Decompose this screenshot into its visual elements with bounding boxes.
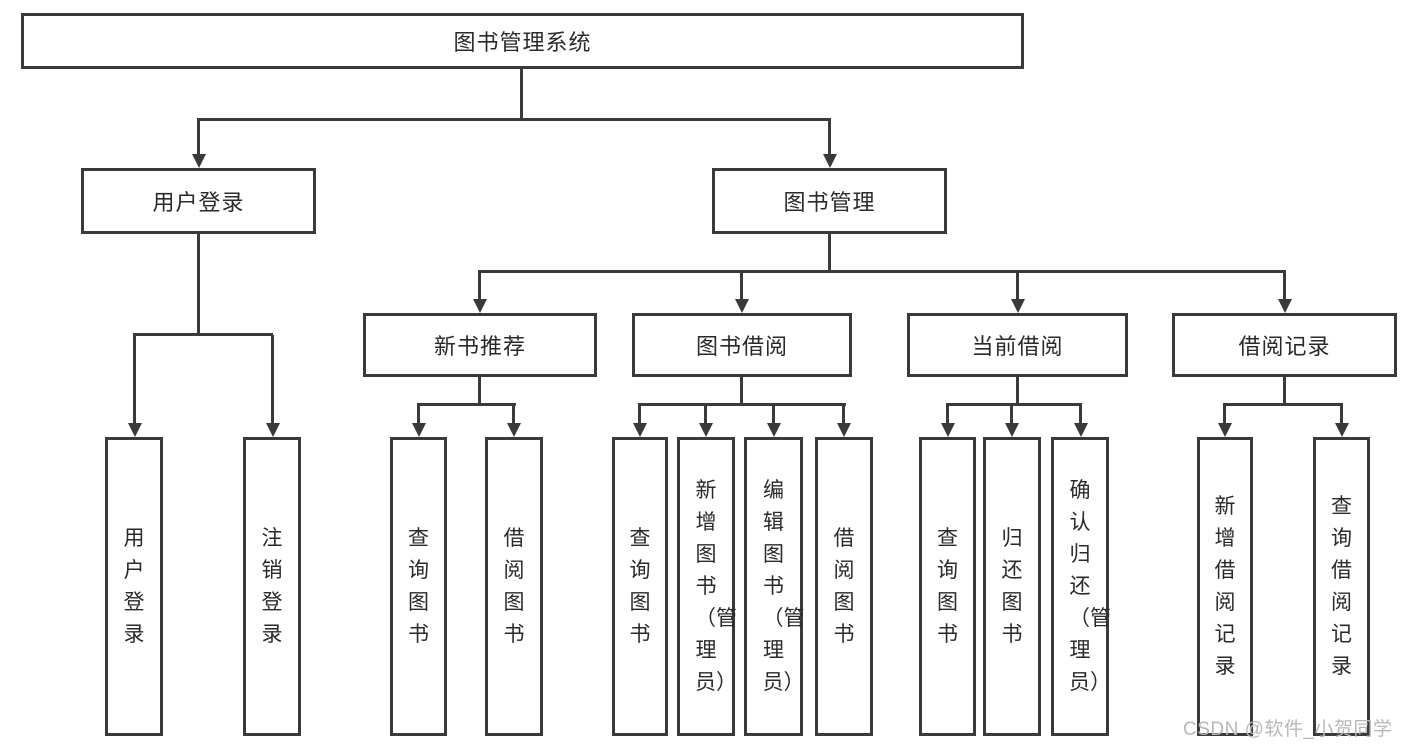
node-book-management: 图书管理 <box>712 168 947 234</box>
leaf-current-return-books-label: 归还图书 <box>1001 526 1023 646</box>
arrow-to-borrow-add <box>704 405 707 423</box>
node-current-borrowing: 当前借阅 <box>907 313 1128 377</box>
leaf-borrowing-edit-books-admin-label: 编辑图书（管理员） <box>762 478 805 694</box>
node-book-management-label: 图书管理 <box>783 190 876 215</box>
leaf-user-login-label: 用户登录 <box>123 526 145 646</box>
node-new-book-recommend: 新书推荐 <box>363 313 597 377</box>
leaf-records-add-record: 新增借阅记录 <box>1197 437 1253 736</box>
node-borrowing-records-label: 借阅记录 <box>1238 334 1331 359</box>
leaf-current-confirm-return-admin-label: 确认归还（管理员） <box>1069 478 1111 694</box>
node-user-login-label: 用户登录 <box>152 190 245 215</box>
leaf-borrowing-query-books-label: 查询图书 <box>629 526 651 646</box>
arrow-to-current-query <box>946 405 949 423</box>
arrow-to-leaf-user-login <box>133 335 136 423</box>
arrow-to-records-query <box>1340 405 1343 423</box>
node-borrowing-records: 借阅记录 <box>1172 313 1397 377</box>
arrow-to-newbook-query <box>417 405 420 423</box>
leaf-newbook-borrow-books: 借阅图书 <box>485 437 543 736</box>
leaf-current-query-books: 查询图书 <box>919 437 976 736</box>
edge-current-bar <box>946 403 1082 406</box>
csdn-watermark: CSDN @软件_小贺同学 <box>1183 719 1393 740</box>
leaf-logout-label: 注销登录 <box>261 526 283 646</box>
edge-root-stem <box>520 69 523 120</box>
arrow-to-leaf-logout <box>271 335 274 423</box>
leaf-records-add-record-label: 新增借阅记录 <box>1214 494 1236 678</box>
arrow-to-borrow-edit <box>772 405 775 423</box>
leaf-newbook-borrow-books-label: 借阅图书 <box>503 526 525 646</box>
arrow-to-borrow-query <box>638 405 641 423</box>
edge-login-stem <box>197 234 200 335</box>
leaf-current-return-books: 归还图书 <box>983 437 1041 736</box>
node-library-system: 图书管理系统 <box>21 13 1024 69</box>
leaf-borrowing-add-books-admin-label: 新增图书（管理员） <box>695 478 737 694</box>
node-library-system-label: 图书管理系统 <box>453 30 592 55</box>
arrow-to-book-borrowing <box>740 272 743 299</box>
arrow-to-current-confirm <box>1079 405 1082 423</box>
leaf-records-query-record-label: 查询借阅记录 <box>1331 494 1352 678</box>
node-book-borrowing: 图书借阅 <box>632 313 852 377</box>
arrow-to-new-book-recommend <box>478 272 481 299</box>
edge-mgmt-bar <box>478 270 1286 273</box>
edge-login-bar <box>133 333 273 336</box>
arrow-to-user-login <box>197 120 200 154</box>
edge-borrow-stem <box>740 377 743 405</box>
arrow-to-borrowing-records <box>1283 272 1286 299</box>
leaf-newbook-query-books: 查询图书 <box>390 437 447 736</box>
leaf-borrowing-borrow-books: 借阅图书 <box>815 437 873 736</box>
arrow-to-newbook-borrow <box>512 405 515 423</box>
edge-records-bar <box>1223 403 1343 406</box>
arrow-to-records-add <box>1223 405 1226 423</box>
arrow-to-book-management <box>828 120 831 154</box>
edge-borrow-bar <box>638 403 846 406</box>
leaf-records-query-record: 查询借阅记录 <box>1313 437 1370 736</box>
leaf-newbook-query-books-label: 查询图书 <box>408 526 429 646</box>
leaf-borrowing-edit-books-admin: 编辑图书（管理员） <box>744 437 805 736</box>
leaf-borrowing-add-books-admin: 新增图书（管理员） <box>677 437 737 736</box>
node-current-borrowing-label: 当前借阅 <box>971 334 1064 359</box>
edge-records-stem <box>1283 377 1286 405</box>
leaf-logout: 注销登录 <box>243 437 301 736</box>
arrow-to-current-return <box>1010 405 1013 423</box>
leaf-borrowing-borrow-books-label: 借阅图书 <box>833 526 855 646</box>
edge-root-bar <box>197 118 831 121</box>
arrow-to-borrow-borrow <box>842 405 845 423</box>
edge-current-stem <box>1016 377 1019 405</box>
node-book-borrowing-label: 图书借阅 <box>695 334 788 359</box>
arrow-to-current-borrowing <box>1016 272 1019 299</box>
leaf-user-login: 用户登录 <box>105 437 163 736</box>
edge-mgmt-stem <box>828 234 831 272</box>
edge-newbook-stem <box>478 377 481 405</box>
edge-newbook-bar <box>417 403 516 406</box>
node-user-login: 用户登录 <box>81 168 316 234</box>
leaf-current-confirm-return-admin: 确认归还（管理员） <box>1051 437 1111 736</box>
leaf-current-query-books-label: 查询图书 <box>937 526 958 646</box>
node-new-book-recommend-label: 新书推荐 <box>433 334 526 359</box>
leaf-borrowing-query-books: 查询图书 <box>612 437 668 736</box>
